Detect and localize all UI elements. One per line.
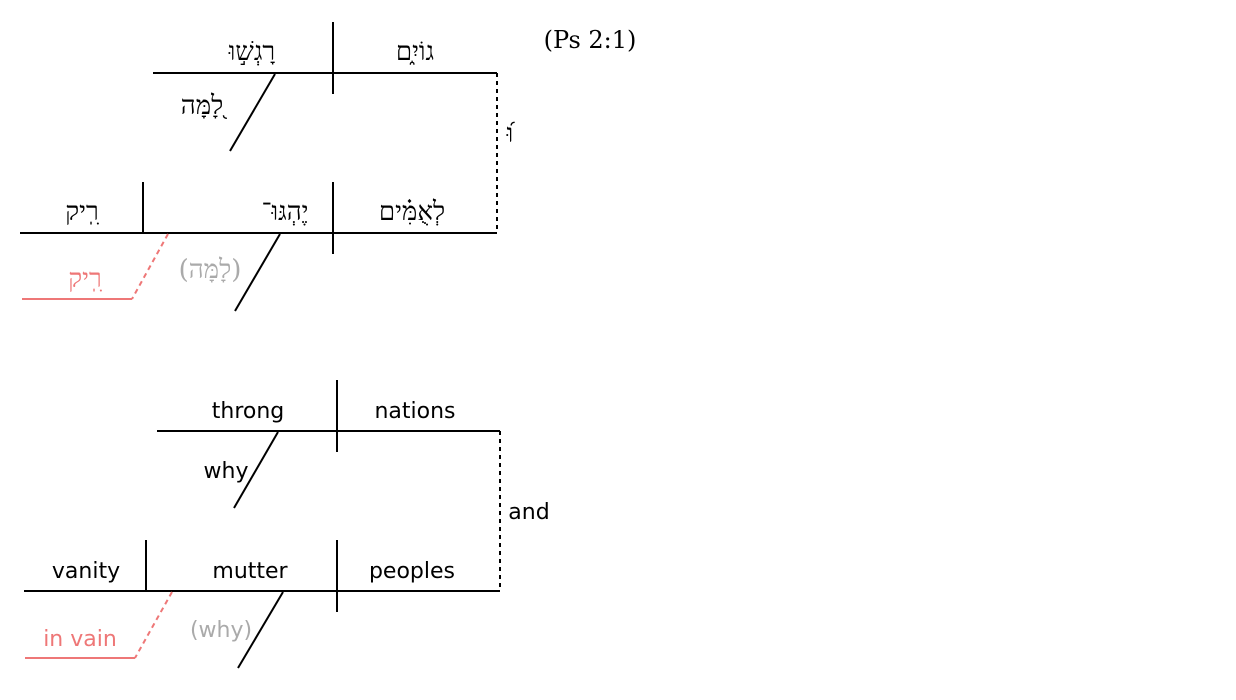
hebrew-verb-bottom: יֶהְגּוּ־ [262, 197, 309, 227]
hebrew-modifier-bottom: (לָמָּה) [179, 255, 242, 285]
hebrew-subject-bottom: לְאֻמִּ֗ים [379, 197, 445, 227]
english-diagram: nations throng why and peoples mutter va… [24, 380, 550, 669]
english-modifier-bottom: (why) [190, 618, 252, 643]
english-conjunction: and [508, 500, 549, 525]
hebrew-subject-top: גוֹיִ֑ם [396, 37, 434, 67]
english-adverbial-bottom: in vain [43, 627, 117, 652]
hebrew-modifier-top: לָ֭מָּה [181, 91, 228, 121]
english-subject-top: nations [374, 399, 455, 424]
hebrew-diagram: גוֹיִ֑ם רָגְשׁ֣וּ לָ֭מָּה וּ֝ לְאֻמִּ֗ים… [20, 22, 516, 312]
english-bottom-adverbial-slant [134, 591, 173, 659]
english-subject-bottom: peoples [369, 559, 455, 584]
english-verb-top: throng [212, 399, 285, 424]
english-modifier-top: why [204, 459, 249, 484]
english-top-modifier-slant [233, 431, 279, 509]
verse-reference: (Ps 2:1) [544, 26, 637, 54]
english-verb-bottom: mutter [212, 559, 288, 584]
english-object-bottom: vanity [52, 559, 120, 584]
hebrew-verb-top: רָגְשׁ֣וּ [228, 37, 276, 67]
hebrew-bottom-adverbial-slant [131, 233, 169, 300]
hebrew-top-modifier-slant [229, 73, 276, 152]
english-bottom-modifier-slant [237, 591, 284, 669]
hebrew-bottom-modifier-slant [234, 233, 281, 312]
hebrew-conjunction: וּ֝ [506, 119, 516, 149]
hebrew-object-bottom: רִֽיק [65, 197, 100, 227]
hebrew-adverbial-bottom: רִֽיק [68, 264, 103, 294]
